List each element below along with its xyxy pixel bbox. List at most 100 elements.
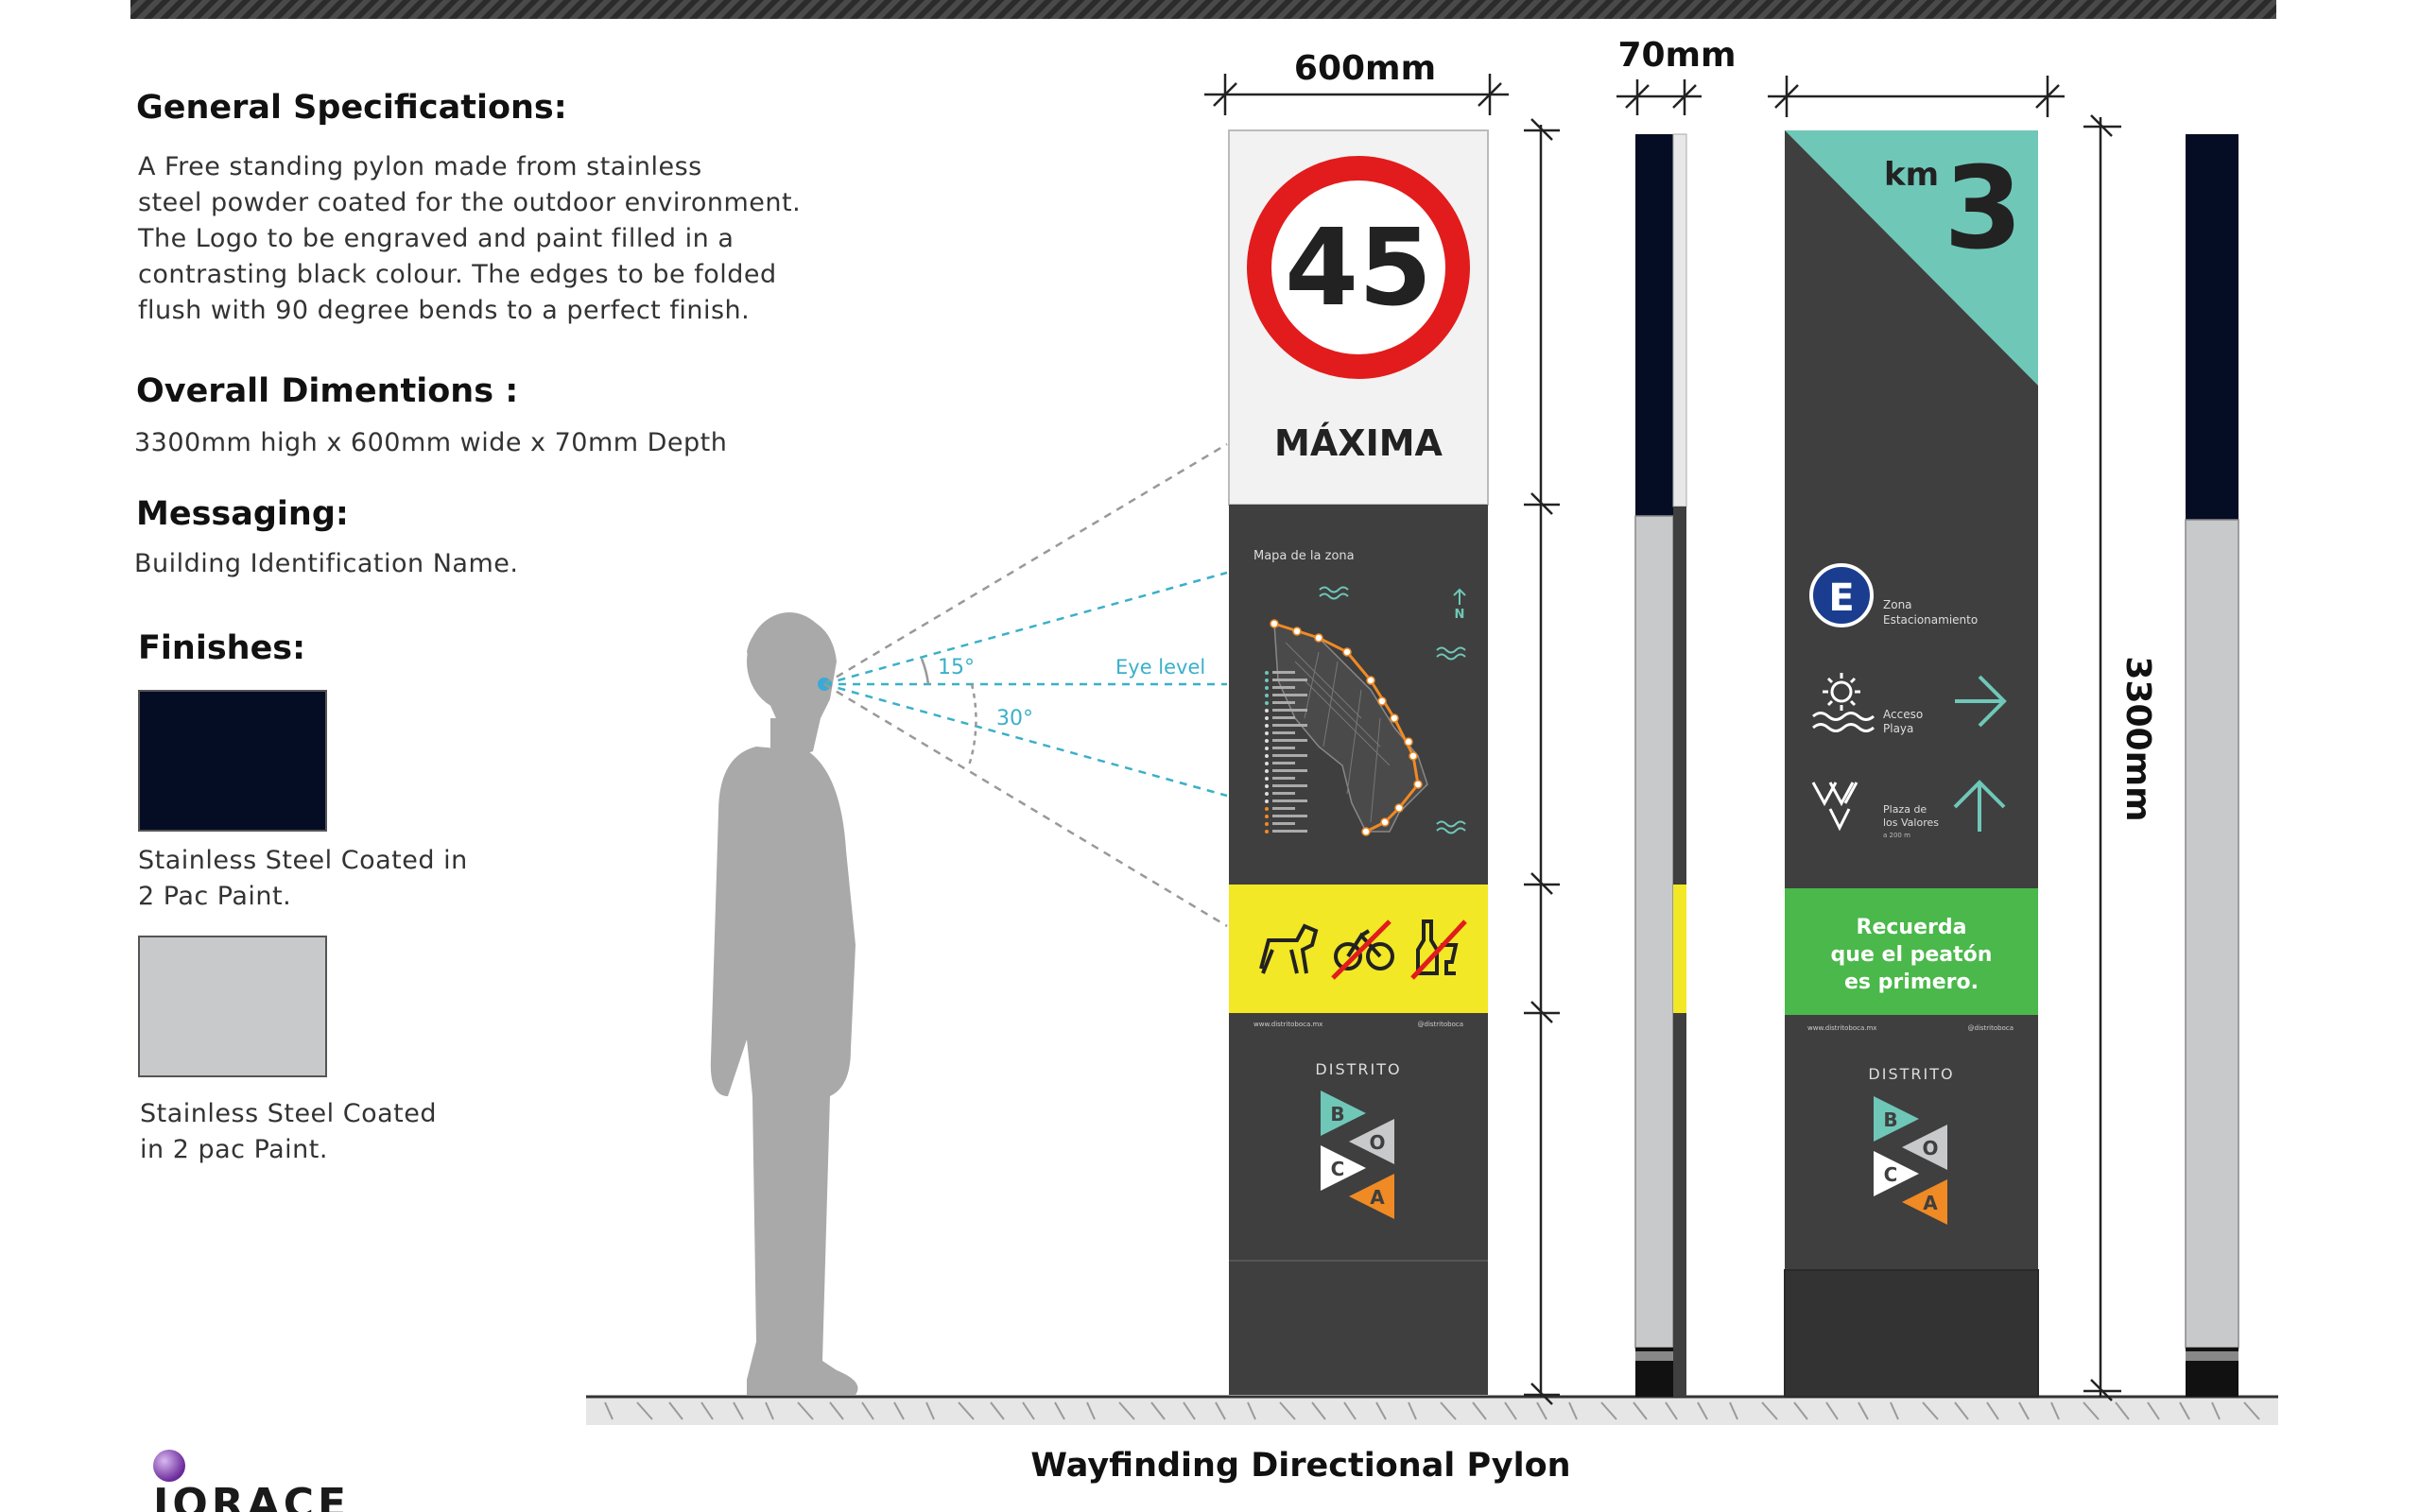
logo-triangle bbox=[1874, 1096, 1919, 1142]
ground-hatch-mark bbox=[2083, 1401, 2100, 1420]
right-arrow-icon bbox=[1955, 675, 2007, 728]
beach-label-1: Acceso bbox=[1883, 708, 1923, 721]
ground-hatch-mark bbox=[958, 1401, 975, 1420]
logo-letter: O bbox=[1369, 1131, 1385, 1154]
map-point bbox=[1342, 647, 1352, 657]
legend-line bbox=[1272, 792, 1295, 795]
logo-triangle bbox=[1902, 1125, 1947, 1170]
messaging-text: Building Identification Name. bbox=[134, 549, 519, 578]
front-pylon: 45 MÁXIMA Mapa de la zona N bbox=[1228, 129, 1489, 1395]
map-district-shape bbox=[1273, 622, 1428, 833]
width-dimension bbox=[1204, 74, 1509, 115]
no-dogs-icon bbox=[1259, 923, 1319, 974]
ground-hatch-mark bbox=[1022, 1401, 1035, 1420]
side-profile-pylon bbox=[2185, 134, 2239, 1397]
angle-15-label: 15° bbox=[938, 656, 975, 679]
map-point bbox=[1377, 696, 1387, 706]
legend-dot bbox=[1265, 724, 1269, 728]
logo-triangle bbox=[1349, 1174, 1394, 1219]
map-route bbox=[1273, 622, 1420, 833]
ground-hatch-mark bbox=[2050, 1401, 2060, 1420]
ground-hatch-mark bbox=[1890, 1401, 1899, 1420]
km-teal-corner bbox=[1785, 130, 2038, 386]
ground-hatch-mark bbox=[2147, 1401, 2160, 1420]
ground-hatch-mark bbox=[1568, 1401, 1578, 1420]
legend-line bbox=[1272, 769, 1307, 772]
legend-dot bbox=[1265, 694, 1269, 697]
ground-hatch-mark bbox=[1697, 1401, 1708, 1420]
map-point bbox=[1409, 751, 1418, 761]
ground-hatch-mark bbox=[1729, 1401, 1738, 1420]
legend-line bbox=[1272, 777, 1295, 780]
legend-line bbox=[1272, 822, 1295, 825]
overall-dimensions-text: 3300mm high x 600mm wide x 70mm Depth bbox=[134, 428, 728, 457]
legend-dot bbox=[1265, 739, 1269, 743]
ground-hatch-mark bbox=[1086, 1401, 1096, 1420]
legend-line bbox=[1272, 731, 1295, 734]
plaza-label-2: los Valores bbox=[1883, 816, 1939, 829]
logo-letter: B bbox=[1330, 1103, 1344, 1125]
finish-line: Stainless Steel Coated in bbox=[138, 846, 468, 875]
finishes-heading: Finishes: bbox=[138, 629, 306, 667]
map-point bbox=[1270, 619, 1279, 628]
person-silhouette bbox=[710, 612, 858, 1395]
legend-line bbox=[1272, 671, 1295, 674]
ground-hatch-mark bbox=[1986, 1401, 1999, 1420]
map-streets bbox=[1285, 642, 1391, 823]
ground-hatch-mark bbox=[1761, 1401, 1778, 1420]
legend-dot bbox=[1265, 679, 1269, 682]
spec-line: steel powder coated for the outdoor envi… bbox=[138, 188, 802, 217]
legend-dot bbox=[1265, 799, 1269, 803]
drawing-caption: Wayfinding Directional Pylon bbox=[1030, 1447, 1570, 1485]
width-label: 600mm bbox=[1294, 49, 1436, 88]
no-bicycles-icon bbox=[1331, 919, 1394, 980]
logo-triangle bbox=[1321, 1145, 1366, 1191]
general-specifications-text: A Free standing pylon made from stainles… bbox=[138, 149, 801, 329]
logo-triangle bbox=[1321, 1091, 1366, 1136]
ground-hatch-mark bbox=[1633, 1401, 1648, 1420]
legend-line bbox=[1272, 694, 1307, 696]
ground-hatch-mark bbox=[925, 1401, 935, 1420]
front-brand-name: DISTRITO bbox=[1315, 1060, 1401, 1078]
legend-line bbox=[1272, 679, 1307, 681]
legend-line bbox=[1272, 701, 1295, 704]
legend-line bbox=[1272, 686, 1295, 689]
ground-hatch-mark bbox=[636, 1401, 653, 1420]
legend-dot bbox=[1265, 701, 1269, 705]
front-footer-url: www.distritoboca.mx bbox=[1253, 1021, 1322, 1028]
legend-line bbox=[1272, 830, 1307, 833]
legend-dot bbox=[1265, 815, 1269, 818]
legend-line bbox=[1272, 784, 1307, 787]
front-footer-social: @distritoboca bbox=[1418, 1021, 1464, 1028]
ground-hatch-mark bbox=[668, 1401, 683, 1420]
logo-triangle bbox=[1902, 1179, 1947, 1225]
ground-hatch-mark bbox=[1150, 1401, 1166, 1420]
ground-hatch-mark bbox=[2243, 1401, 2260, 1420]
ground-hatch-mark bbox=[1858, 1401, 1869, 1420]
reminder-line-1: Recuerda bbox=[1857, 916, 1967, 939]
parking-icon bbox=[1809, 563, 1874, 627]
map-point bbox=[1292, 627, 1302, 636]
map-point bbox=[1361, 827, 1371, 836]
angle-30-label: 30° bbox=[996, 707, 1033, 730]
pedestrian-reminder-panel bbox=[1785, 888, 2038, 1015]
up-arrow-icon bbox=[1953, 780, 2006, 832]
company-logo-dot-icon bbox=[153, 1450, 185, 1482]
ground-hatch-mark bbox=[700, 1401, 714, 1420]
ground-hatch-mark bbox=[1408, 1401, 1417, 1420]
north-label: N bbox=[1455, 608, 1465, 622]
messaging-heading: Messaging: bbox=[136, 495, 349, 533]
map-point bbox=[1394, 803, 1404, 813]
logo-letter: A bbox=[1370, 1186, 1385, 1209]
parking-letter: E bbox=[1828, 576, 1854, 620]
ground-hatch-mark bbox=[1311, 1401, 1326, 1420]
logo-letter: B bbox=[1883, 1108, 1897, 1131]
legend-line bbox=[1272, 724, 1307, 727]
spec-line: contrasting black colour. The edges to b… bbox=[138, 260, 777, 289]
legend-line bbox=[1272, 747, 1295, 749]
ground-hatch-mark bbox=[1665, 1401, 1678, 1420]
parking-label-1: Zona bbox=[1883, 598, 1912, 611]
spec-line: A Free standing pylon made from stainles… bbox=[138, 152, 702, 181]
sightlines bbox=[823, 442, 1228, 928]
